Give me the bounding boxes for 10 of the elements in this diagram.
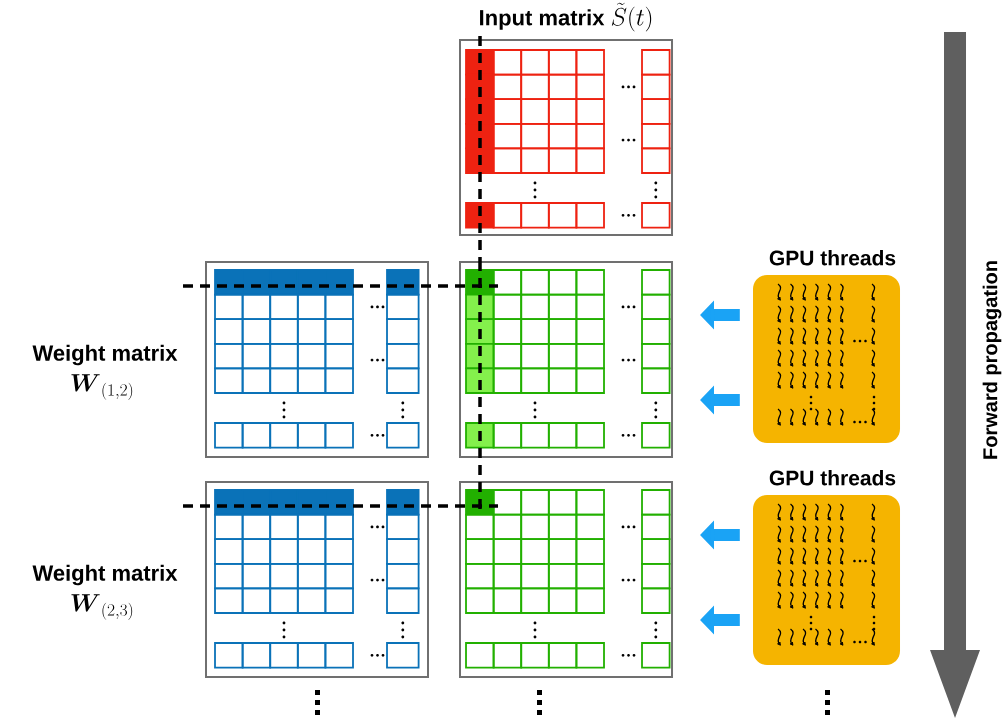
matrix-symbol: $\boldsymbol{W}_{(1,2)}$	[71, 374, 133, 400]
matrix-symbol: $\boldsymbol{W}_{(2,3)}$	[71, 594, 133, 620]
guide-line	[478, 261, 482, 509]
matrix-title: Weight matrix	[32, 564, 178, 586]
matrix-title: Input matrix $\tilde{S}(t)$	[480, 2, 652, 32]
block-title: GPU threads	[769, 470, 896, 486]
block-title: GPU threads	[769, 250, 896, 266]
matrix-title: Weight matrix	[32, 344, 178, 366]
guide-line	[478, 36, 482, 261]
arrow-label: Forward propagation	[982, 261, 1002, 459]
